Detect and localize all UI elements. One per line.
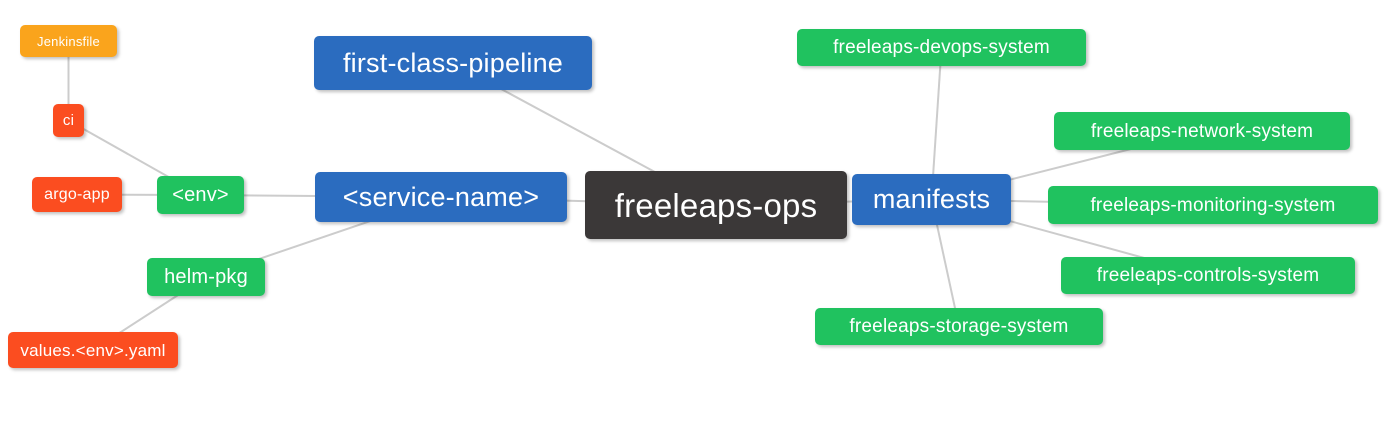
- node-values-env-yaml: values.<env>.yaml: [8, 332, 178, 368]
- node-helm-pkg: helm-pkg: [147, 258, 265, 296]
- node-freeleaps-network-system: freeleaps-network-system: [1054, 112, 1350, 150]
- node-freeleaps-ops: freeleaps-ops: [585, 171, 847, 239]
- node-freeleaps-controls-system: freeleaps-controls-system: [1061, 257, 1355, 294]
- node-ci: ci: [53, 104, 84, 137]
- node-freeleaps-storage-system: freeleaps-storage-system: [815, 308, 1103, 345]
- node-argo-app: argo-app: [32, 177, 122, 212]
- node-jenkinsfile: Jenkinsfile: [20, 25, 117, 57]
- node-freeleaps-devops-system: freeleaps-devops-system: [797, 29, 1086, 66]
- node-service-name: <service-name>: [315, 172, 567, 222]
- node-freeleaps-monitoring-system: freeleaps-monitoring-system: [1048, 186, 1378, 224]
- node-env: <env>: [157, 176, 244, 214]
- node-manifests: manifests: [852, 174, 1011, 225]
- node-first-class-pipeline: first-class-pipeline: [314, 36, 592, 90]
